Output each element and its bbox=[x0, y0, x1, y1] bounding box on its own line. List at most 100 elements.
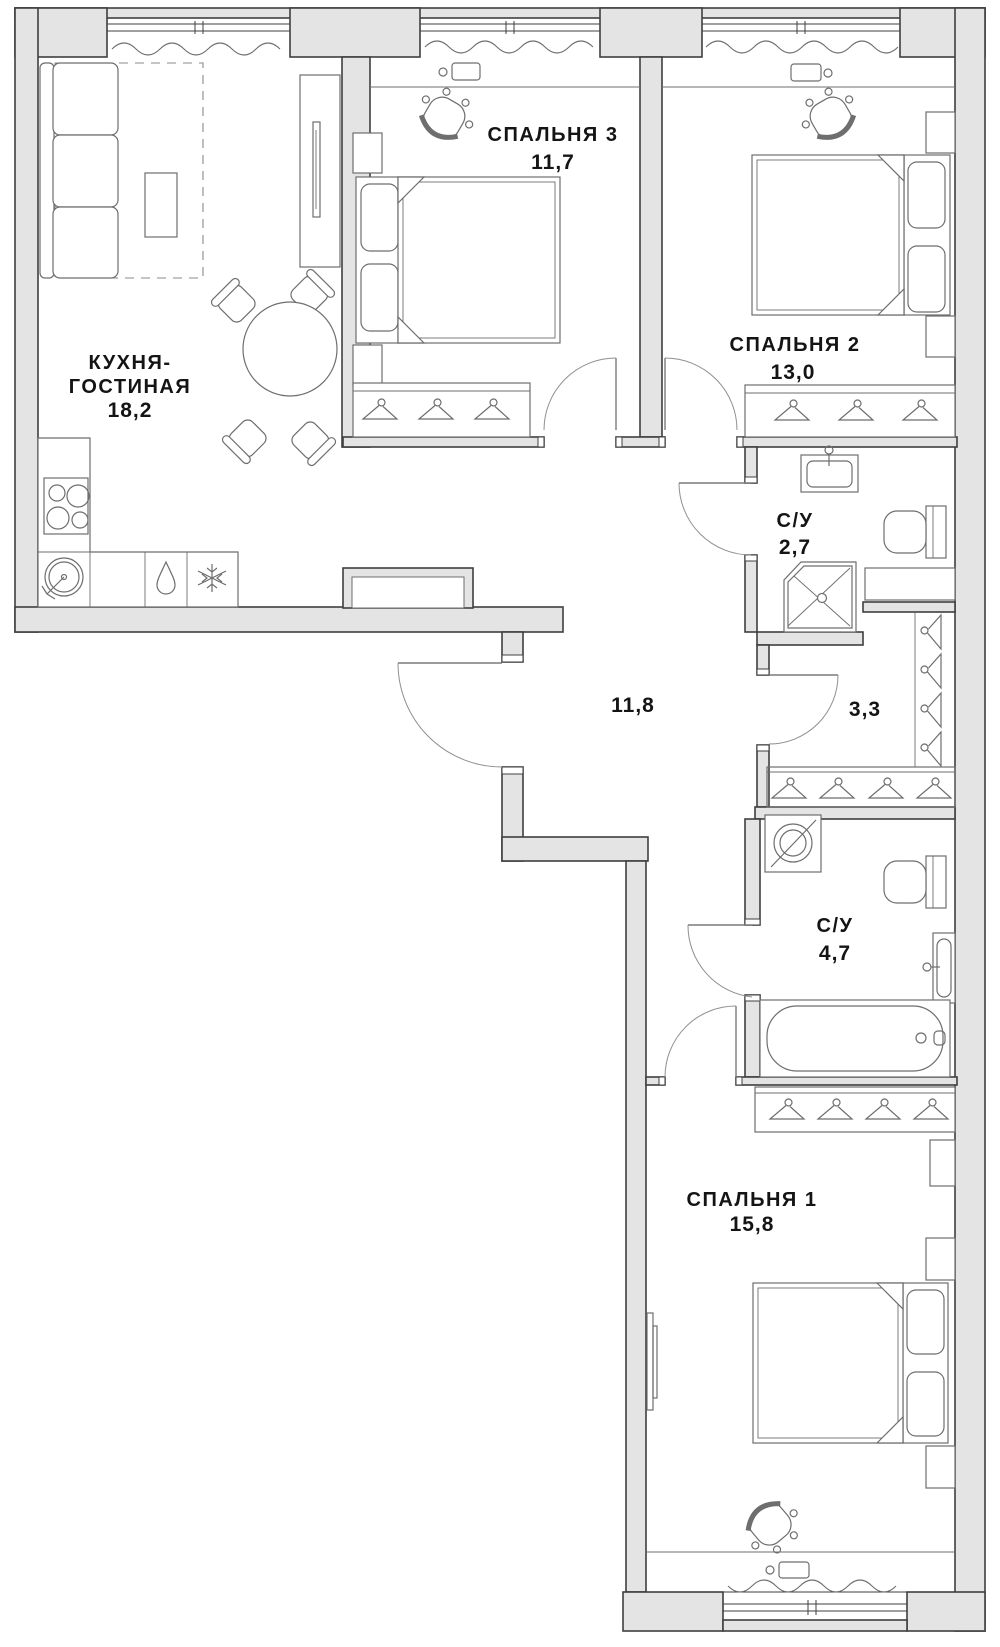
bottom-left-corner-wall bbox=[622, 1591, 724, 1632]
kitchen-bottom-wall bbox=[14, 606, 564, 633]
sink-icon bbox=[922, 932, 956, 1004]
dishwasher-drop-icon bbox=[156, 560, 176, 595]
desk-chair bbox=[410, 80, 483, 149]
hanger-icon bbox=[920, 692, 942, 728]
dining-chair bbox=[220, 414, 272, 466]
bedroom3-area: 11,7 bbox=[531, 151, 575, 174]
wall-pier bbox=[599, 7, 703, 58]
kitchen-window bbox=[107, 21, 290, 56]
bedroom1-area: 15,8 bbox=[730, 1213, 775, 1236]
bathroom-small bbox=[783, 445, 956, 633]
dining-chair bbox=[209, 276, 261, 328]
pillow bbox=[360, 263, 399, 332]
pillow bbox=[907, 161, 946, 229]
doors bbox=[397, 357, 839, 1086]
toilet-icon bbox=[883, 855, 947, 909]
curtain-wave bbox=[705, 40, 899, 54]
bedroom2-door bbox=[658, 357, 744, 448]
wardrobe-room bbox=[766, 612, 956, 808]
bedroom2-window bbox=[702, 21, 900, 54]
dining-table bbox=[209, 267, 338, 468]
bathroom-small-door bbox=[678, 476, 758, 562]
kitchen-living-label-line2: ГОСТИНАЯ bbox=[69, 376, 191, 398]
walls bbox=[14, 7, 986, 1632]
rug bbox=[54, 62, 204, 279]
bedroom3-label: СПАЛЬНЯ 3 bbox=[488, 124, 619, 146]
top-outer-wall-band bbox=[14, 7, 986, 19]
bottom-outer-wall-band bbox=[722, 1619, 908, 1632]
bottom-right-corner-wall bbox=[906, 1591, 986, 1632]
sofa bbox=[39, 62, 119, 279]
curtain-wave bbox=[727, 1579, 897, 1593]
hanger-icon bbox=[771, 777, 807, 799]
bathroom-small-label: С/У bbox=[777, 510, 814, 532]
wing-top-wall bbox=[501, 836, 649, 862]
closet-top-wall bbox=[862, 601, 956, 613]
entry-door bbox=[397, 654, 524, 775]
bathroom-small-area: 2,7 bbox=[779, 536, 811, 559]
bedroom3-door bbox=[537, 357, 623, 448]
tv-unit bbox=[299, 74, 341, 268]
kitchen-living-area: 18,2 bbox=[108, 399, 153, 422]
bathroom-small-wall bbox=[744, 554, 758, 633]
coffee-table bbox=[144, 172, 178, 238]
hall-wall bbox=[615, 436, 666, 448]
hanger-icon bbox=[819, 777, 855, 799]
left-exterior-wall bbox=[14, 7, 39, 633]
hallway-area: 11,8 bbox=[611, 694, 655, 717]
kitchen-living-room bbox=[37, 62, 341, 608]
bedroom-1 bbox=[646, 1086, 956, 1579]
nightstand bbox=[925, 1445, 956, 1489]
bedroom3-window bbox=[420, 21, 600, 54]
right-exterior-wall bbox=[954, 7, 986, 1632]
toilet-icon bbox=[883, 505, 947, 559]
wardrobe bbox=[352, 382, 531, 438]
radiator bbox=[765, 1561, 810, 1579]
windows bbox=[107, 21, 907, 1615]
hall-wall bbox=[342, 436, 545, 448]
bathroom-small-bottom-wall bbox=[756, 631, 864, 646]
hanger-icon bbox=[920, 614, 942, 650]
dining-chair bbox=[286, 416, 338, 468]
sink-icon bbox=[800, 445, 859, 493]
cabinet bbox=[864, 567, 956, 601]
bed bbox=[751, 111, 956, 358]
bathroom-large-area: 4,7 bbox=[819, 942, 851, 965]
nightstand bbox=[352, 344, 383, 386]
pillow bbox=[907, 245, 946, 313]
radiator bbox=[438, 62, 481, 81]
wardrobe-room-area: 3,3 bbox=[849, 698, 881, 721]
bedroom-3 bbox=[352, 62, 640, 438]
desk-chair bbox=[793, 80, 866, 149]
shower-icon bbox=[783, 561, 857, 633]
bedroom3-bedroom2-wall bbox=[639, 56, 663, 438]
fridge-snowflake-icon bbox=[197, 564, 227, 592]
hanger-icon bbox=[916, 777, 952, 799]
closet-bottom-wardrobe bbox=[766, 766, 956, 808]
wardrobe bbox=[744, 384, 956, 438]
washing-machine-icon bbox=[764, 814, 822, 873]
curtain-wave bbox=[111, 42, 281, 56]
kitchen-counter bbox=[37, 437, 239, 608]
pillow bbox=[906, 1289, 945, 1355]
closet-door bbox=[756, 668, 839, 752]
bedroom1-top-wall bbox=[735, 1076, 958, 1086]
shaft-niche-opening bbox=[351, 576, 465, 609]
bedroom2-label: СПАЛЬНЯ 2 bbox=[730, 334, 861, 356]
radiator bbox=[790, 63, 833, 82]
bedroom1-label: СПАЛЬНЯ 1 bbox=[687, 1189, 818, 1211]
bathroom-large-wall bbox=[744, 994, 761, 1078]
bed bbox=[352, 132, 561, 386]
stove-icon bbox=[43, 477, 90, 535]
pillow bbox=[906, 1371, 945, 1437]
wardrobe bbox=[754, 1086, 956, 1133]
cabinet bbox=[929, 1139, 956, 1187]
bathroom-large bbox=[759, 814, 956, 1078]
bed bbox=[752, 1237, 956, 1489]
wing-left-wall bbox=[625, 860, 647, 1593]
pillow bbox=[360, 183, 399, 252]
kitchen-living-label-line1: КУХНЯ- bbox=[89, 352, 172, 374]
bedroom1-door bbox=[658, 1005, 743, 1086]
